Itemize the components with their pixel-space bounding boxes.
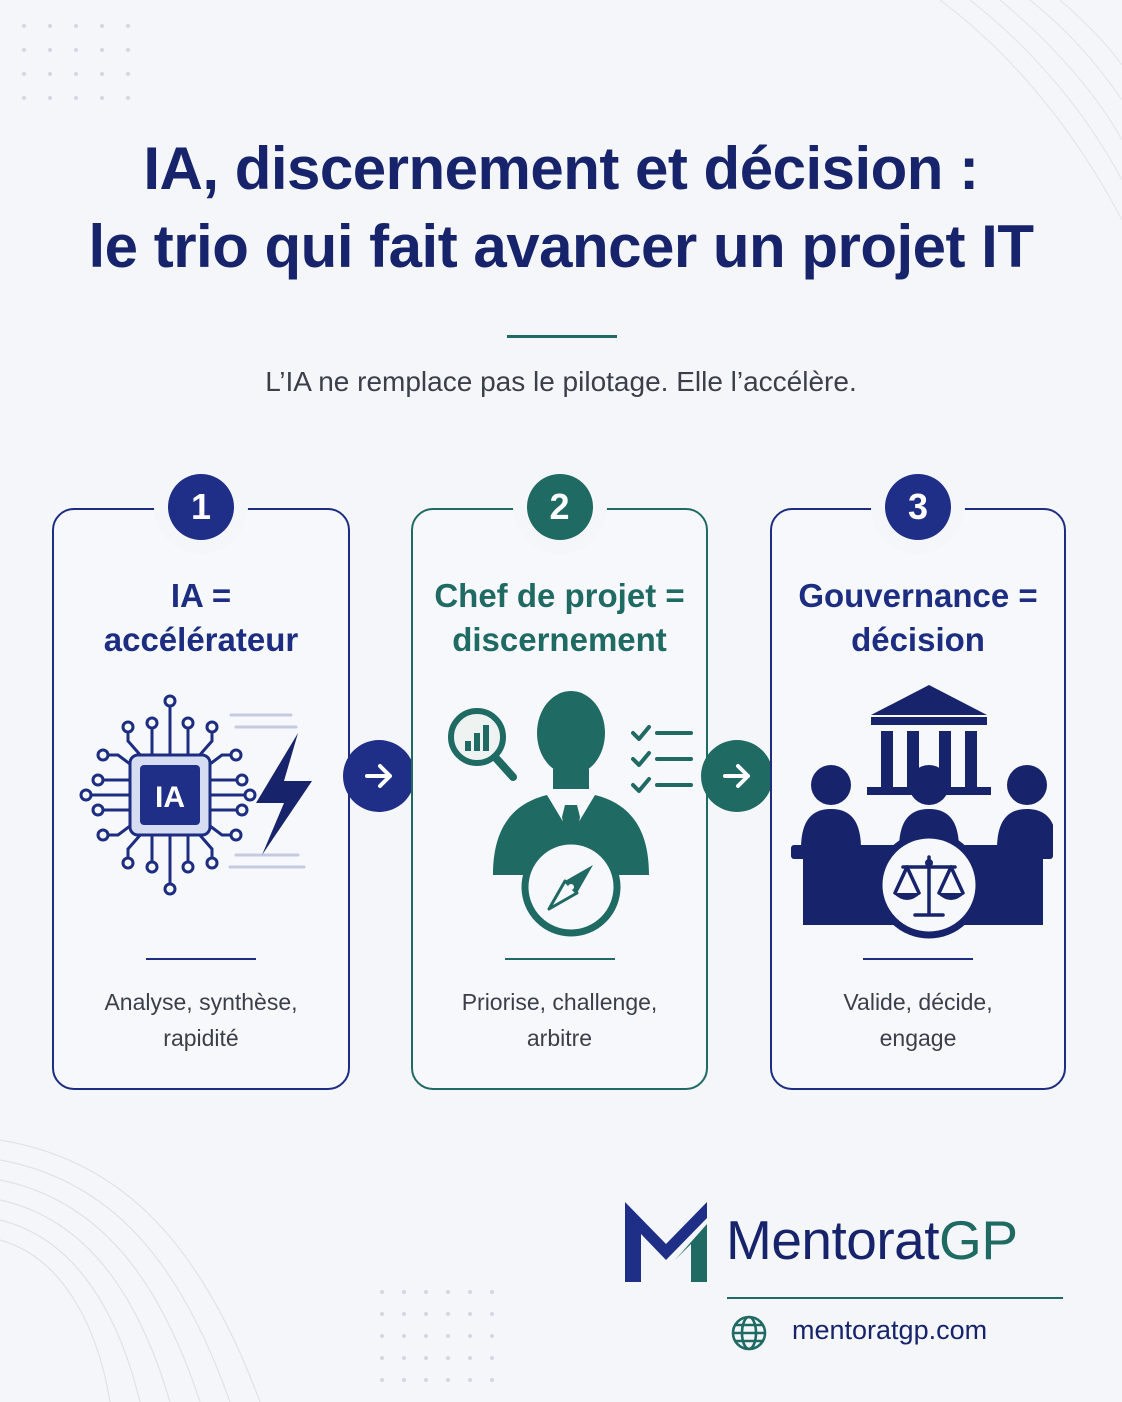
- website-link[interactable]: mentoratgp.com: [792, 1315, 988, 1345]
- brand-divider: [727, 1297, 1063, 1299]
- page-title-line-1: IA, discernement et décision :: [143, 135, 979, 202]
- card-title: IA = accélérateur: [54, 574, 348, 662]
- card-description-line-1: Analyse, synthèse,: [104, 989, 298, 1015]
- card-description-line-1: Valide, décide,: [843, 989, 993, 1015]
- card-title-line-1: Gouvernance =: [798, 577, 1038, 614]
- card-title-line-2: décision: [851, 621, 985, 658]
- arrow-right-icon: [343, 740, 415, 812]
- step-badge-2: 2: [526, 474, 593, 540]
- decorative-dots-top-left: [22, 24, 130, 100]
- card-title-line-2: accélérateur: [103, 621, 299, 658]
- card-description: Priorise, challenge, arbitre: [413, 984, 706, 1056]
- mentoratgp-logo-icon: [625, 1202, 707, 1282]
- brand-name-accent: GP: [939, 1209, 1018, 1271]
- page-title-line-2: le trio qui fait avancer un projet IT: [88, 213, 1035, 280]
- decorative-waves-bottom-left: [0, 1139, 261, 1402]
- card-description: Valide, décide, engage: [772, 984, 1064, 1056]
- card-title-line-1: IA =: [170, 577, 232, 614]
- card-title-line-1: Chef de projet =: [434, 577, 685, 614]
- card-divider: [146, 958, 256, 960]
- card-description-line-2: arbitre: [526, 1025, 593, 1051]
- card-description-line-2: rapidité: [163, 1025, 239, 1051]
- card-description-line-2: engage: [879, 1025, 957, 1051]
- globe-icon: [731, 1315, 767, 1351]
- title-divider: [507, 335, 617, 338]
- chip-label: IA: [155, 781, 185, 814]
- brand-name-main: Mentorat: [726, 1209, 940, 1271]
- step-badge-1: 1: [168, 474, 234, 540]
- governance-board-scales-icon: [772, 685, 1064, 945]
- ai-chip-lightning-icon: IA: [54, 685, 348, 945]
- card-chef-de-projet: 2 Chef de projet = discernement: [411, 474, 708, 1090]
- project-manager-compass-icon: [413, 685, 706, 945]
- page-subtitle: L’IA ne remplace pas le pilotage. Elle l…: [265, 366, 857, 397]
- card-description: Analyse, synthèse, rapidité: [54, 984, 348, 1056]
- brand-name: MentoratGP: [726, 1208, 1018, 1272]
- page-title: IA, discernement et décision : le trio q…: [0, 130, 1122, 286]
- decorative-waves-top-right: [939, 0, 1122, 221]
- card-divider: [504, 958, 615, 960]
- card-title-line-2: discernement: [452, 621, 667, 658]
- decorative-dots-bottom: [380, 1290, 494, 1382]
- card-divider: [863, 958, 973, 960]
- card-title: Gouvernance = décision: [772, 574, 1064, 662]
- step-badge-3: 3: [885, 474, 951, 540]
- card-description-line-1: Priorise, challenge,: [461, 989, 658, 1015]
- arrow-right-icon: [701, 740, 773, 812]
- card-gouvernance: 3 Gouvernance = décision: [770, 474, 1066, 1090]
- card-title: Chef de projet = discernement: [413, 574, 706, 662]
- card-ia-accelerateur: 1 IA = accélérateur: [52, 474, 350, 1090]
